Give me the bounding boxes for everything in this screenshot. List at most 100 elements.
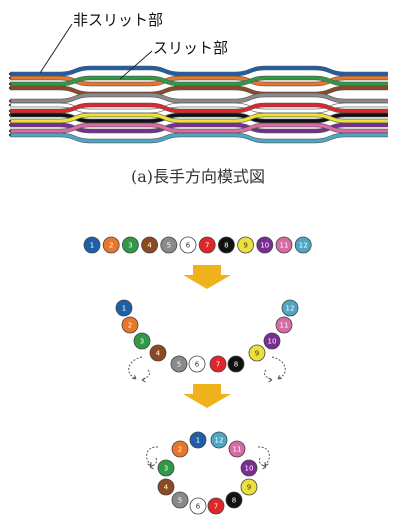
fiber-number-5: 5 xyxy=(177,361,181,369)
fiber-line-12 xyxy=(10,133,388,143)
fiber-number-9: 9 xyxy=(255,350,259,358)
fiber-line-3 xyxy=(10,76,388,86)
rotation-arrowhead xyxy=(262,464,267,470)
fiber-3 xyxy=(157,459,175,477)
fiber-line-9 xyxy=(10,113,388,123)
fiber-6 xyxy=(179,236,197,254)
fiber-8 xyxy=(227,355,245,373)
fiber-number-7: 7 xyxy=(205,242,209,250)
fiber-7 xyxy=(198,236,216,254)
down-arrow-1 xyxy=(183,265,231,289)
fiber-12 xyxy=(294,236,312,254)
fiber-line-4 xyxy=(10,86,388,96)
fiber-3 xyxy=(121,236,139,254)
fiber-1 xyxy=(189,431,207,449)
fiber-4 xyxy=(149,344,167,362)
fiber-number-6: 6 xyxy=(186,242,191,250)
fiber-end-6 xyxy=(8,103,12,107)
non-slit-leader xyxy=(39,23,73,74)
down-arrow-2 xyxy=(183,384,231,408)
fiber-number-1: 1 xyxy=(122,305,126,313)
fiber-end-2 xyxy=(8,76,12,80)
fiber-number-4: 4 xyxy=(164,484,169,492)
fiber-9 xyxy=(240,478,258,496)
down-arrow-shape xyxy=(183,384,231,408)
fiber-number-7: 7 xyxy=(214,503,218,511)
longitudinal-ribbon-view xyxy=(8,65,388,144)
fiber-6 xyxy=(189,497,207,515)
fiber-line-2 xyxy=(10,76,388,86)
fiber-end-10 xyxy=(8,123,12,127)
fiber-line-11 xyxy=(10,123,388,133)
fiber-line-8 xyxy=(10,113,388,123)
fiber-1 xyxy=(115,299,133,317)
fiber-number-12: 12 xyxy=(286,305,295,313)
fiber-2 xyxy=(121,316,139,334)
fiber-7 xyxy=(207,497,225,515)
fiber-10 xyxy=(240,459,258,477)
fiber-number-10: 10 xyxy=(260,242,269,250)
fiber-end-8 xyxy=(8,113,12,117)
fiber-8 xyxy=(217,236,235,254)
fiber-11 xyxy=(275,316,293,334)
fiber-end-4 xyxy=(8,86,12,90)
fiber-number-1: 1 xyxy=(90,242,94,250)
fiber-1 xyxy=(83,236,101,254)
rotation-arc xyxy=(263,369,273,380)
fiber-11 xyxy=(275,236,293,254)
fiber-number-8: 8 xyxy=(232,497,236,505)
fiber-end-12 xyxy=(8,133,12,137)
fiber-line-6 xyxy=(10,103,388,113)
fiber-4 xyxy=(157,478,175,496)
fiber-11 xyxy=(228,440,246,458)
rotation-arrowhead xyxy=(149,464,154,470)
rotation-arrowhead xyxy=(277,375,283,380)
fiber-number-12: 12 xyxy=(299,242,308,250)
fiber-6 xyxy=(188,355,206,373)
fiber-number-11: 11 xyxy=(233,446,242,454)
fiber-4 xyxy=(141,236,159,254)
fiber-number-3: 3 xyxy=(164,465,168,473)
fiber-9 xyxy=(237,236,255,254)
rotation-arrowhead xyxy=(268,377,273,383)
down-arrow-shape xyxy=(183,265,231,289)
fiber-3 xyxy=(133,332,151,350)
fiber-9 xyxy=(248,344,266,362)
rotation-arrowhead xyxy=(141,377,146,383)
fiber-number-9: 9 xyxy=(247,484,251,492)
non-slit-label: 非スリット部 xyxy=(73,11,164,29)
label-leader-lines xyxy=(39,23,153,80)
fiber-number-12: 12 xyxy=(215,437,224,445)
fiber-number-3: 3 xyxy=(140,338,144,346)
fiber-end-11 xyxy=(8,129,12,133)
fiber-number-3: 3 xyxy=(128,242,132,250)
fiber-number-7: 7 xyxy=(216,361,220,369)
fiber-line-1 xyxy=(10,66,388,76)
fiber-line-7 xyxy=(10,103,388,113)
fiber-8 xyxy=(225,491,243,509)
rotation-arrowhead xyxy=(264,461,269,467)
fiber-number-2: 2 xyxy=(128,322,132,330)
fiber-end-9 xyxy=(8,119,12,123)
fiber-number-8: 8 xyxy=(224,242,228,250)
fiber-end-1 xyxy=(8,72,12,76)
fiber-line-10 xyxy=(10,123,388,133)
slit-leader xyxy=(119,50,153,80)
fiber-number-11: 11 xyxy=(280,322,289,330)
fiber-10 xyxy=(263,332,281,350)
fiber-number-11: 11 xyxy=(280,242,289,250)
fiber-end-3 xyxy=(8,82,12,86)
rotation-arc xyxy=(141,369,151,380)
rotation-arrowhead xyxy=(131,375,137,380)
fiber-5 xyxy=(160,236,178,254)
fiber-5 xyxy=(171,491,189,509)
fiber-number-5: 5 xyxy=(178,497,182,505)
fiber-12 xyxy=(210,431,228,449)
rotation-arc xyxy=(128,356,143,379)
fiber-number-4: 4 xyxy=(156,350,161,358)
fiber-7 xyxy=(209,355,227,373)
